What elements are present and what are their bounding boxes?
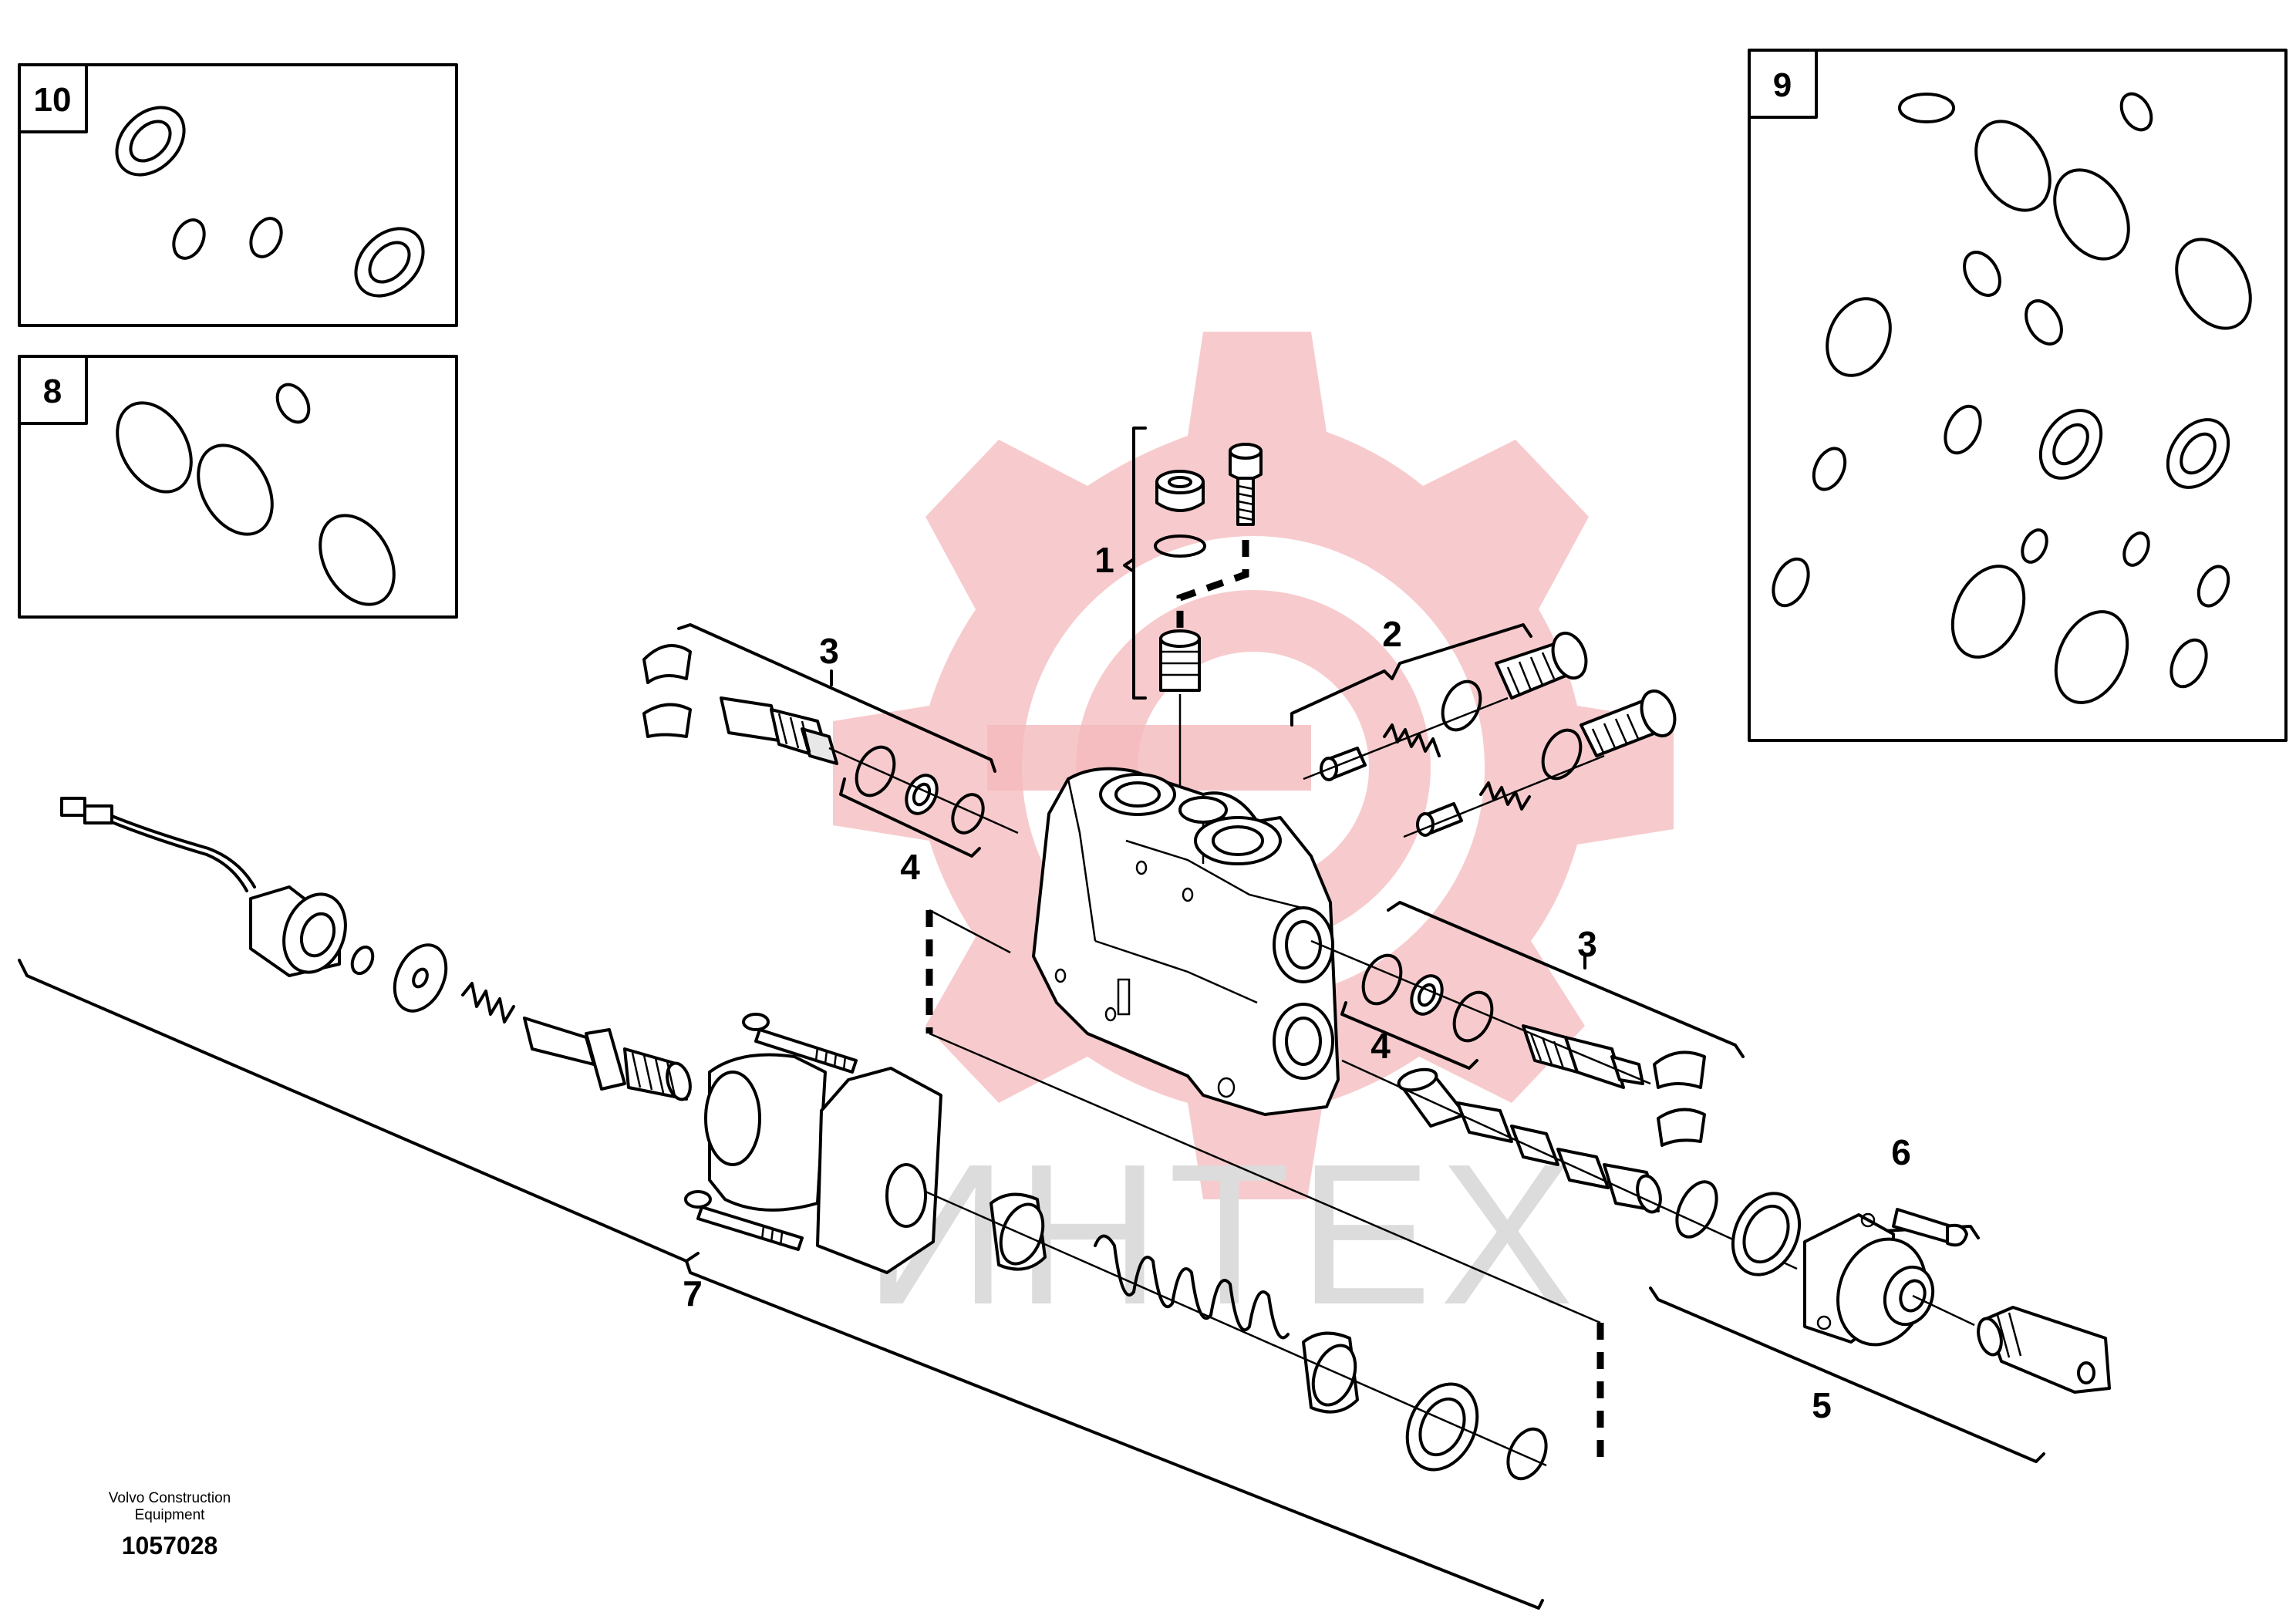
o-ring <box>249 217 283 258</box>
callout-4-right: 4 <box>1371 1026 1391 1066</box>
callout-3-top: 3 <box>819 631 839 671</box>
maker-line-1: Volvo Construction <box>108 1490 231 1506</box>
solenoid-plunger <box>523 1017 692 1101</box>
relief-cartridge <box>720 696 838 765</box>
valve-body <box>1032 767 1340 1116</box>
bolt <box>684 1190 804 1251</box>
o-ring <box>951 793 985 835</box>
cap-screw <box>1892 1208 1968 1247</box>
o-ring <box>172 218 206 260</box>
box-number-9: 9 <box>1773 66 1792 104</box>
o-ring <box>1506 1427 1548 1481</box>
o-ring <box>1963 251 2001 297</box>
check-valve-plug <box>1159 629 1201 692</box>
plug <box>1580 689 1677 757</box>
o-ring <box>2122 531 2150 567</box>
o-ring <box>1772 557 1810 608</box>
bolt <box>742 1013 858 1074</box>
o-ring <box>1361 953 1403 1006</box>
o-ring <box>2197 565 2230 608</box>
o-ring <box>1898 93 1955 123</box>
callout-7: 7 <box>683 1273 703 1313</box>
backup-ring <box>905 774 939 815</box>
inset-box-8: 8 <box>18 355 458 619</box>
o-ring <box>1154 534 1206 558</box>
o-ring <box>1974 120 2052 212</box>
o-ring <box>2175 238 2252 330</box>
o-ring <box>2025 299 2063 346</box>
hex-plug <box>1155 470 1205 512</box>
seal-ring <box>2166 418 2230 489</box>
o-ring <box>197 443 274 536</box>
relief-valve-left <box>642 623 1019 858</box>
poppet-assembly <box>1290 623 1677 838</box>
end-cover <box>704 1053 942 1274</box>
plug <box>1495 631 1588 700</box>
o-ring <box>2170 638 2208 689</box>
watermark-text: ИНТЕХ <box>864 1123 1581 1347</box>
valve-cap <box>642 644 692 738</box>
o-ring <box>116 401 193 494</box>
o-ring <box>1950 565 2026 659</box>
o-ring <box>1812 447 1847 491</box>
cap-screw <box>1229 443 1263 526</box>
box-number-8: 8 <box>43 373 62 410</box>
solenoid-assembly <box>18 797 1548 1610</box>
spring <box>1383 723 1441 757</box>
callout-4-top: 4 <box>900 847 920 887</box>
o-ring <box>2053 168 2130 261</box>
o-ring <box>319 514 396 606</box>
o-ring <box>855 745 896 798</box>
maker-line-2: Equipment <box>134 1507 205 1523</box>
o-ring <box>275 383 311 424</box>
footer: Volvo Construction Equipment 1057028 <box>85 1490 255 1560</box>
callout-3-right: 3 <box>1577 924 1597 964</box>
main-spring <box>1094 1234 1290 1340</box>
callout-2: 2 <box>1382 614 1402 654</box>
spool <box>1341 1059 1798 1270</box>
spring <box>461 982 515 1023</box>
inset-box-9: 9 <box>1748 49 2288 742</box>
box-number-10: 10 <box>34 81 72 119</box>
seal-ring <box>1731 1192 1802 1276</box>
o-ring <box>1441 679 1482 732</box>
seal-ring <box>1405 1382 1479 1472</box>
o-ring <box>2021 528 2048 564</box>
drawing-number: 1057028 <box>121 1532 218 1560</box>
o-ring <box>1944 404 1982 455</box>
inset-box-10: 10 <box>18 63 458 327</box>
spring-seat <box>1302 1331 1359 1414</box>
callout-5: 5 <box>1812 1385 1832 1425</box>
cap-housing <box>1803 1212 1935 1347</box>
seal-ring <box>115 106 186 177</box>
o-ring <box>1452 990 1494 1043</box>
seal-ring <box>354 227 425 298</box>
o-ring <box>2054 610 2129 704</box>
connector-wire <box>60 797 256 892</box>
o-ring <box>1826 297 1892 377</box>
plug-assembly <box>1123 427 1263 802</box>
callout-1: 1 <box>1094 540 1114 580</box>
spool-end-eye <box>1977 1306 2111 1394</box>
spool-cap-assembly <box>1649 1180 2111 1463</box>
washer <box>393 943 448 1013</box>
relief-cartridge <box>1522 1024 1644 1089</box>
solenoid-coil <box>249 885 347 977</box>
o-ring <box>2119 92 2153 132</box>
o-ring <box>350 945 375 976</box>
o-ring <box>1675 1180 1718 1239</box>
seal-ring <box>2038 409 2103 480</box>
cover-outline <box>925 909 1604 1469</box>
callout-6: 6 <box>1891 1132 1911 1172</box>
relief-valve-right <box>1310 901 1745 1147</box>
valve-cap <box>1653 1050 1706 1147</box>
